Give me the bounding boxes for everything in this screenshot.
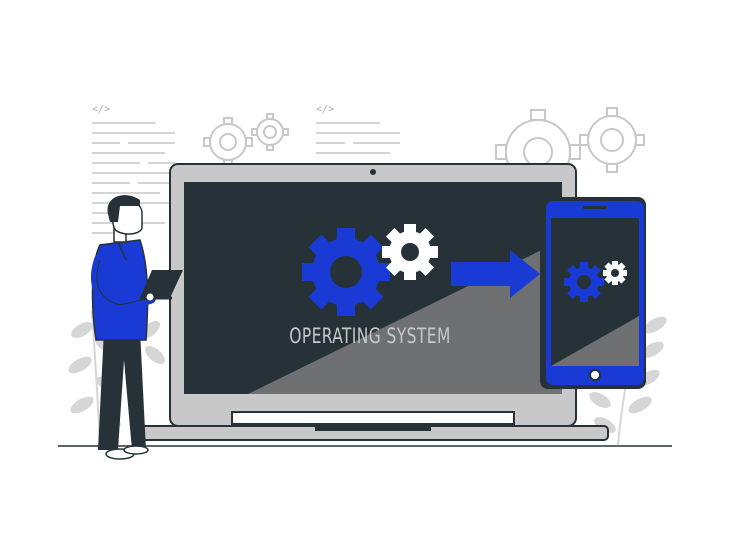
gear-icon-white [382, 224, 438, 280]
smartphone [540, 197, 646, 389]
code-tag-icon-right: </> [316, 104, 335, 115]
person-figure [90, 195, 183, 460]
arrow-right-icon [451, 250, 540, 298]
screen-caption: OPERATING SYSTEM [289, 324, 451, 348]
gear-icon-blue [302, 228, 390, 316]
code-lines-right [316, 122, 400, 154]
gear-icon [251, 113, 289, 151]
gear-icon [579, 107, 645, 173]
gear-icon [203, 117, 253, 167]
code-tag-icon-left: </> [92, 104, 111, 115]
